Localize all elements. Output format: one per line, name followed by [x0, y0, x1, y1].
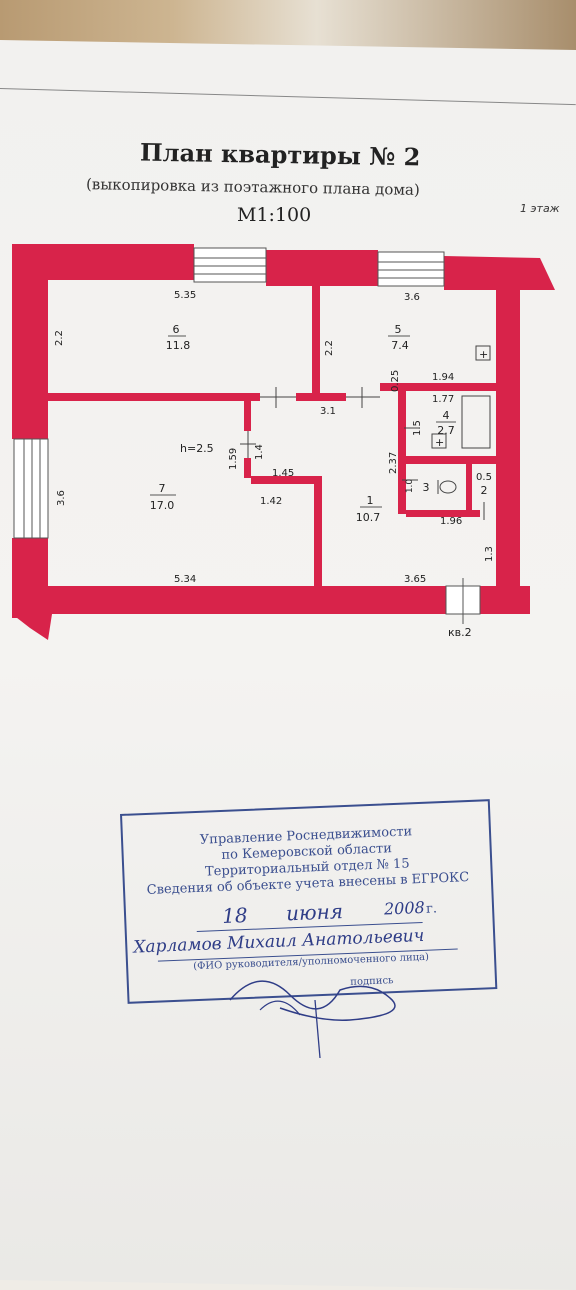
dim-room6-left: 2.2	[54, 330, 65, 346]
toilet-fixture	[439, 480, 457, 494]
room-4-area: 2.7	[437, 424, 455, 437]
room-5-area: 7.4	[391, 339, 409, 352]
room-1-area: 10.7	[356, 511, 381, 524]
wall-room7-room1	[314, 476, 322, 588]
stamp-date-month: июня	[285, 899, 344, 926]
dim-room7-left: 3.6	[56, 490, 67, 506]
walls	[12, 244, 555, 640]
wall-horizontal-mid	[48, 393, 260, 401]
ceiling-height: h=2.5	[180, 442, 214, 455]
window-mullions	[23, 257, 444, 538]
stove-icon: +	[479, 348, 488, 361]
dim-corridor-top: 3.1	[320, 406, 336, 417]
room-4-number: 4	[443, 409, 450, 422]
bathtub-fixture	[461, 395, 491, 449]
stamp-year-suffix: г.	[425, 901, 438, 917]
dim-corridor-low: 1.42	[260, 496, 282, 507]
wall-bath-left	[398, 388, 406, 514]
room-6-number: 6	[173, 323, 180, 336]
wall-room7-corridor-2	[244, 458, 251, 478]
room-7-area: 17.0	[150, 499, 175, 512]
wall-bath-divider	[466, 464, 472, 510]
sink-fixture	[431, 433, 447, 449]
stamp-date-year: 2008	[383, 897, 426, 919]
outer-wall-bottom-right	[480, 586, 530, 614]
dim-door-side-1: 1.59	[228, 448, 239, 470]
outer-wall-top-right	[444, 256, 555, 290]
wall-room6-room5	[312, 284, 320, 394]
room-7-number: 7	[159, 482, 166, 495]
dim-door-side-2: 1.4	[254, 444, 265, 460]
plan-scale: М1:100	[237, 204, 312, 226]
door-marks	[240, 387, 485, 520]
stove-fixture	[475, 345, 491, 361]
floor-plan: + + 6 11.8 5 7.4 7 17.0 1 10.7 4 2.7 3 1…	[12, 244, 555, 640]
dim-room5-bottom: 1.94	[432, 372, 454, 383]
signature-scribble	[229, 980, 396, 1059]
windows	[13, 247, 445, 539]
room-3-number: 3	[423, 481, 430, 494]
outer-wall-left-upper	[12, 244, 48, 439]
wall-room7-corridor	[244, 401, 251, 431]
window-room5	[377, 251, 445, 287]
wall-horizontal-mid-2	[296, 393, 346, 401]
dim-room1-right: 1.3	[484, 546, 495, 562]
paper-sheet	[0, 40, 576, 1290]
outer-wall-top-mid	[266, 250, 378, 286]
room-2-area: 0.5	[476, 472, 492, 483]
document-title: План квартиры № 2	[139, 137, 421, 172]
room-3-area: 1.0	[405, 479, 415, 494]
dim-room5-bottom-gap: 0.25	[390, 370, 401, 392]
wall-bath-bottom	[406, 510, 480, 517]
room-1-number: 1	[367, 494, 374, 507]
room-6-area: 11.8	[166, 339, 191, 352]
room-5-number: 5	[395, 323, 402, 336]
dim-room4-side: 1.5	[412, 420, 423, 436]
window-room7	[13, 438, 49, 539]
outer-wall-bottom	[12, 586, 446, 614]
outer-wall-corner	[12, 614, 52, 640]
dim-room5-left: 2.2	[324, 340, 335, 356]
stamp-date-day: 18	[221, 902, 249, 928]
dim-room1-right-top: 1.96	[440, 516, 462, 527]
apartment-label: кв.2	[448, 626, 472, 639]
floor-label: 1 этаж	[520, 202, 560, 215]
dim-bath-side: 2.37	[388, 452, 399, 474]
dim-room1-bottom: 3.65	[404, 574, 426, 585]
dim-room4-top: 1.77	[432, 394, 454, 405]
outer-wall-right	[496, 288, 520, 588]
wall-horizontal-mid-3	[380, 383, 498, 391]
dim-corridor-mid: 1.45	[272, 468, 294, 479]
wall-bath-mid	[406, 456, 498, 464]
dim-room7-bottom: 5.34	[174, 574, 196, 585]
dim-room6-top: 5.35	[174, 290, 196, 301]
room-2-number: 2	[481, 484, 488, 497]
wall-corridor-lower	[251, 476, 321, 484]
dim-room5-top: 3.6	[404, 292, 420, 303]
sink-icon: +	[435, 436, 444, 449]
window-room6	[193, 247, 267, 283]
